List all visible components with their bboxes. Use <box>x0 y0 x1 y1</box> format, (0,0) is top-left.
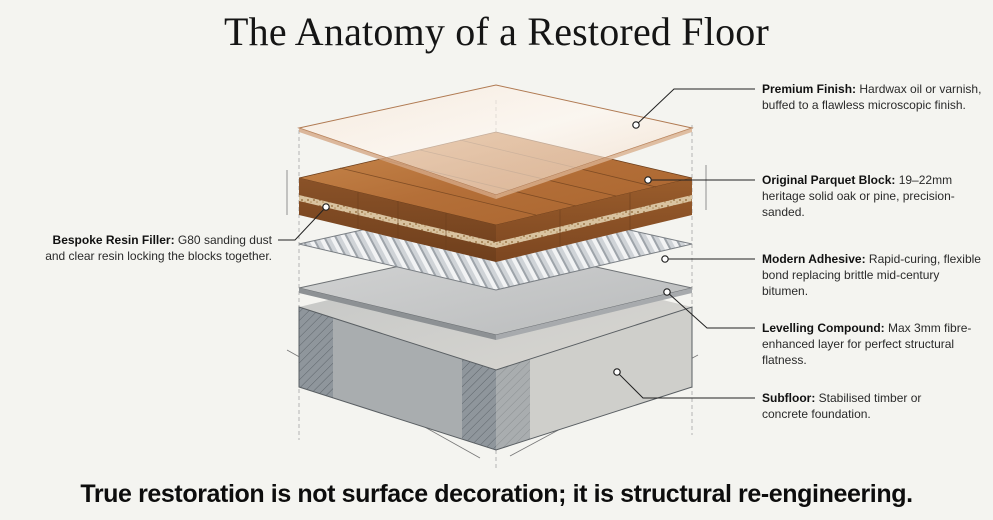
callout-subfloor: Subfloor: Stabilised timber or concrete … <box>762 390 932 422</box>
callout-premium-finish: Premium Finish: Hardwax oil or varnish, … <box>762 81 987 113</box>
callout-resin-filler-desc: G80 sanding dust and clear resin locking… <box>45 233 272 263</box>
callout-modern-adhesive-name: Modern Adhesive: <box>762 252 866 266</box>
callout-resin-filler-name: Bespoke Resin Filler: <box>52 233 175 247</box>
callout-subfloor-name: Subfloor: <box>762 391 816 405</box>
callout-levelling-compound: Levelling Compound: Max 3mm fibre-enhanc… <box>762 320 987 368</box>
callout-subfloor-desc: Stabilised timber or concrete foundation… <box>762 391 922 421</box>
callout-modern-adhesive: Modern Adhesive: Rapid-curing, flexible … <box>762 251 987 299</box>
callout-premium-finish-desc: Hardwax oil or varnish, buffed to a flaw… <box>762 82 982 112</box>
diagram-tagline: True restoration is not surface decorati… <box>80 480 913 508</box>
callout-levelling-compound-desc: Max 3mm fibre-enhanced layer for perfect… <box>762 321 972 367</box>
callout-levelling-compound-name: Levelling Compound: <box>762 321 885 335</box>
callout-parquet-block: Original Parquet Block: 19–22mm heritage… <box>762 172 987 220</box>
callout-resin-filler: Bespoke Resin Filler: G80 sanding dust a… <box>40 232 272 264</box>
callout-modern-adhesive-desc: Rapid-curing, flexible bond replacing br… <box>762 252 981 298</box>
callout-premium-finish-name: Premium Finish: <box>762 82 857 96</box>
callout-parquet-block-name: Original Parquet Block: <box>762 173 896 187</box>
finish-layer <box>297 84 694 199</box>
diagram-title: The Anatomy of a Restored Floor <box>224 9 769 54</box>
callout-parquet-block-desc: 19–22mm heritage solid oak or pine, prec… <box>762 173 955 219</box>
